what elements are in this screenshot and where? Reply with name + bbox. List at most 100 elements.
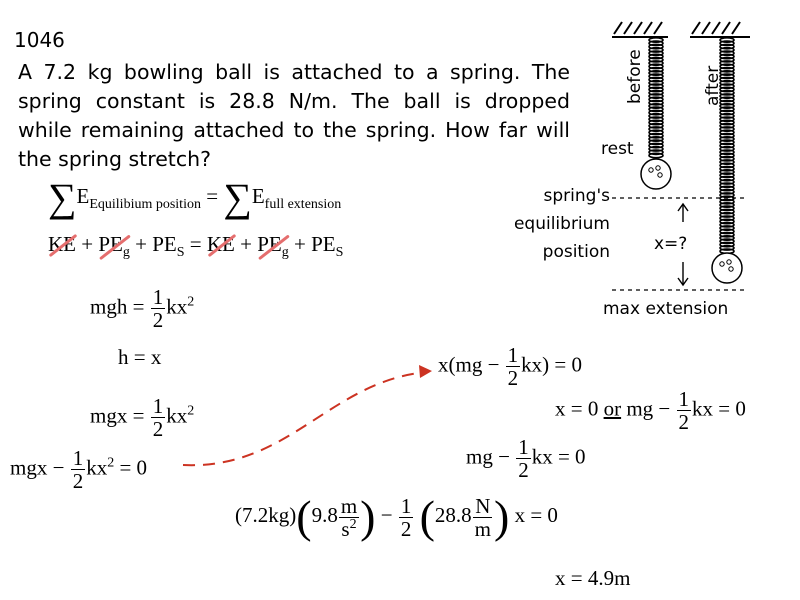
struck-peg-left: PEg — [98, 232, 130, 261]
spring-coil — [719, 225, 735, 232]
struck-peg-right: PEg — [257, 232, 289, 261]
spring-coil — [719, 211, 735, 218]
spring-coil — [719, 165, 735, 172]
spring-coil — [719, 152, 735, 159]
spring-coil — [719, 83, 735, 90]
spring-coil — [719, 109, 735, 116]
spring-coil — [719, 215, 735, 222]
spring-coil — [648, 142, 664, 149]
spring-coil — [719, 136, 735, 143]
spring-coil — [719, 182, 735, 189]
spring-coil — [719, 241, 735, 248]
spring-coil — [648, 139, 664, 146]
label-equilibrium: equilibrium — [514, 214, 610, 234]
label-x-unknown: x=? — [654, 234, 687, 254]
label-max-extension: max extension — [603, 299, 728, 319]
spring-coil — [719, 205, 735, 212]
spring-coil — [719, 73, 735, 80]
spring-coil — [648, 89, 664, 96]
spring-coil — [648, 152, 664, 159]
spring-coil — [648, 43, 664, 50]
spring-coil — [719, 208, 735, 215]
pes-right: PES — [311, 232, 344, 261]
eq-h-equals-x: h = x — [118, 345, 162, 369]
spring-coil — [719, 238, 735, 245]
spring-coil — [648, 119, 664, 126]
bowling-ball-before — [640, 158, 672, 190]
spring-coil — [719, 159, 735, 166]
ceiling-left — [612, 21, 668, 38]
spring-coil — [648, 86, 664, 93]
spring-before — [648, 36, 664, 159]
label-rest: rest — [601, 139, 634, 159]
spring-coil — [648, 112, 664, 119]
spring-coil — [648, 83, 664, 90]
spring-coil — [719, 145, 735, 152]
final-answer: x = 4.9m — [555, 566, 631, 590]
spring-coil — [648, 132, 664, 139]
spring-coil — [719, 60, 735, 67]
energy-sum-equation: ∑EEquilibium position = ∑Efull extension — [48, 175, 342, 220]
spring-coil — [719, 235, 735, 242]
struck-ke-left: KE — [48, 232, 76, 256]
spring-coil — [719, 112, 735, 119]
spring-coil — [719, 149, 735, 156]
spring-coil — [648, 103, 664, 110]
spring-coil — [648, 145, 664, 152]
spring-coil — [719, 198, 735, 205]
spring-coil — [648, 63, 664, 70]
spring-coil — [648, 109, 664, 116]
spring-coil — [648, 73, 664, 80]
spring-coil — [648, 96, 664, 103]
spring-coil — [719, 172, 735, 179]
spring-coil — [719, 175, 735, 182]
pes-left: PES — [152, 232, 185, 261]
spring-coil — [719, 202, 735, 209]
energy-terms-equation: KE + PEg + PES = KE + PEg + PES — [48, 232, 344, 261]
spring-coil — [719, 221, 735, 228]
spring-coil — [719, 76, 735, 83]
spring-coil — [719, 70, 735, 77]
problem-statement: A 7.2 kg bowling ball is attached to a s… — [18, 60, 570, 171]
spring-coil — [648, 126, 664, 133]
spring-coil — [648, 70, 664, 77]
spring-coil — [648, 56, 664, 63]
spring-coil — [648, 106, 664, 113]
spring-coil — [648, 129, 664, 136]
spring-coil — [719, 218, 735, 225]
spring-coil — [648, 149, 664, 156]
spring-coil — [648, 93, 664, 100]
spring-coil — [719, 122, 735, 129]
spring-coil — [719, 96, 735, 103]
spring-coil — [719, 79, 735, 86]
spring-coil — [719, 106, 735, 113]
spring-coil — [719, 185, 735, 192]
spring-coil — [648, 99, 664, 106]
spring-coil — [719, 132, 735, 139]
spring-coil — [648, 46, 664, 53]
sigma-symbol: ∑ — [223, 175, 252, 220]
spring-coil — [719, 46, 735, 53]
spring-coil — [719, 178, 735, 185]
problem-number: 1046 — [14, 28, 65, 52]
spring-coil — [648, 40, 664, 47]
spring-coil — [719, 36, 735, 43]
x-arrow — [677, 202, 689, 287]
spring-coil — [719, 116, 735, 123]
spring-coil — [719, 244, 735, 251]
struck-ke-right: KE — [206, 232, 235, 256]
spring-coil — [719, 66, 735, 73]
sigma-symbol: ∑ — [48, 175, 77, 220]
spring-coil — [719, 192, 735, 199]
spring-coil — [719, 155, 735, 162]
bowling-ball-after — [711, 252, 743, 284]
spring-coil — [648, 79, 664, 86]
